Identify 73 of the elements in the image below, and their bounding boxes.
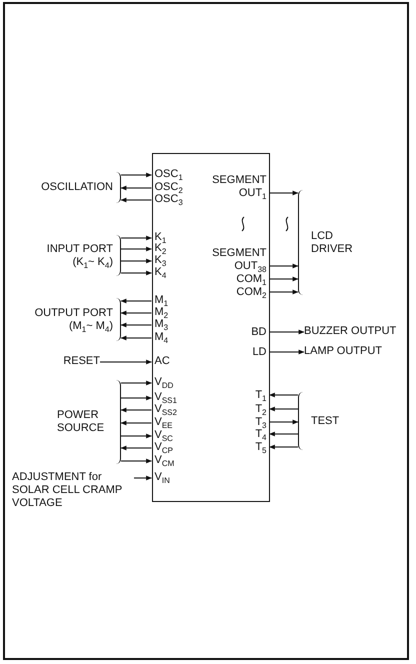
arrow [120,198,152,202]
pin-label: M$_{3}$ [152,318,202,330]
arrow [120,408,152,412]
bracket-label: LCD DRIVER [298,190,378,295]
arrow [269,264,299,268]
pin-label: COM$_{1}$ [220,272,270,286]
arrow [269,350,305,354]
pin-label: K$_{2}$ [152,242,202,254]
arrow [120,322,152,328]
arrow [120,458,152,464]
arrow [269,276,299,282]
pin-label: BD [220,324,270,338]
arrow [120,336,152,340]
pin-label: V$_{SS2}$ [152,402,202,416]
pin-label: V$_{IN}$ [152,470,202,484]
chip-outline [152,153,270,502]
arrow [269,190,299,196]
arrow [268,432,298,436]
pin-label: T$_{1}$ [220,388,270,402]
pin-label: V$_{SC}$ [152,428,202,442]
bracket-label: INPUT PORT (K$_{1}$~ K$_{4}$) [14,235,121,276]
pin-label: V$_{EE}$ [152,416,202,428]
pin-label: T$_{3}$ [220,414,270,428]
arrow [120,446,152,450]
pin-label: T$_{5}$ [220,440,270,454]
arrow [120,310,152,316]
arrow [120,298,152,304]
bracket-label: OUTPUT PORT (M$_{1}$~ M$_{4}$) [14,298,121,341]
pin-label: LD [220,344,270,358]
arrow [269,330,305,334]
arrow [120,186,152,190]
bracket-label: POWER SOURCE [50,380,121,464]
pin-label: OSC$_{1}$ [152,168,202,180]
arrow [120,396,152,400]
arrow [120,172,152,178]
pin-label: OSC$_{2}$ [152,180,202,194]
signal-label: RESET [40,355,100,368]
arrow [120,236,152,240]
pin-label: V$_{DD}$ [152,376,202,388]
pin-label: M$_{1}$ [152,294,202,306]
pin-label: SEGMENT OUT$_{1}$ [208,172,270,200]
arrow [120,434,152,438]
pin-label: V$_{CM}$ [152,454,202,466]
pin-label: OSC$_{3}$ [152,192,202,206]
pin-label: M$_{4}$ [152,330,202,344]
arrow [120,270,152,276]
pin-label: T$_{2}$ [220,402,270,416]
pin-label: V$_{SS1}$ [152,390,202,404]
bracket-label: OSCILLATION [14,172,121,203]
arrow [268,444,298,450]
pin-label: K$_{4}$ [152,266,202,278]
arrow [134,476,152,480]
arrow [120,380,152,386]
arrow [120,420,152,426]
arrow [269,420,299,424]
pin-label: SEGMENT OUT$_{38}$ [208,246,270,272]
signal-label: BUZZER OUTPUT [304,325,396,338]
arrow [120,258,152,264]
bracket-label: TEST [298,392,358,450]
pin-label: M$_{2}$ [152,306,202,318]
pin-label: COM$_{2}$ [220,284,270,298]
pin-label: AC [152,354,202,368]
arrow [100,360,152,364]
arrow [268,392,298,398]
arrow [120,246,152,252]
arrow [268,406,298,412]
pin-label: V$_{CP}$ [152,440,202,454]
pin-label: T$_{4}$ [220,426,270,440]
signal-label: LAMP OUTPUT [304,345,382,358]
pin-label: K$_{1}$ [152,230,202,244]
arrow [269,290,299,294]
pin-label: K$_{3}$ [152,254,202,266]
signal-label: ADJUSTMENT for SOLAR CELL CRAMP VOLTAGE [12,471,134,510]
